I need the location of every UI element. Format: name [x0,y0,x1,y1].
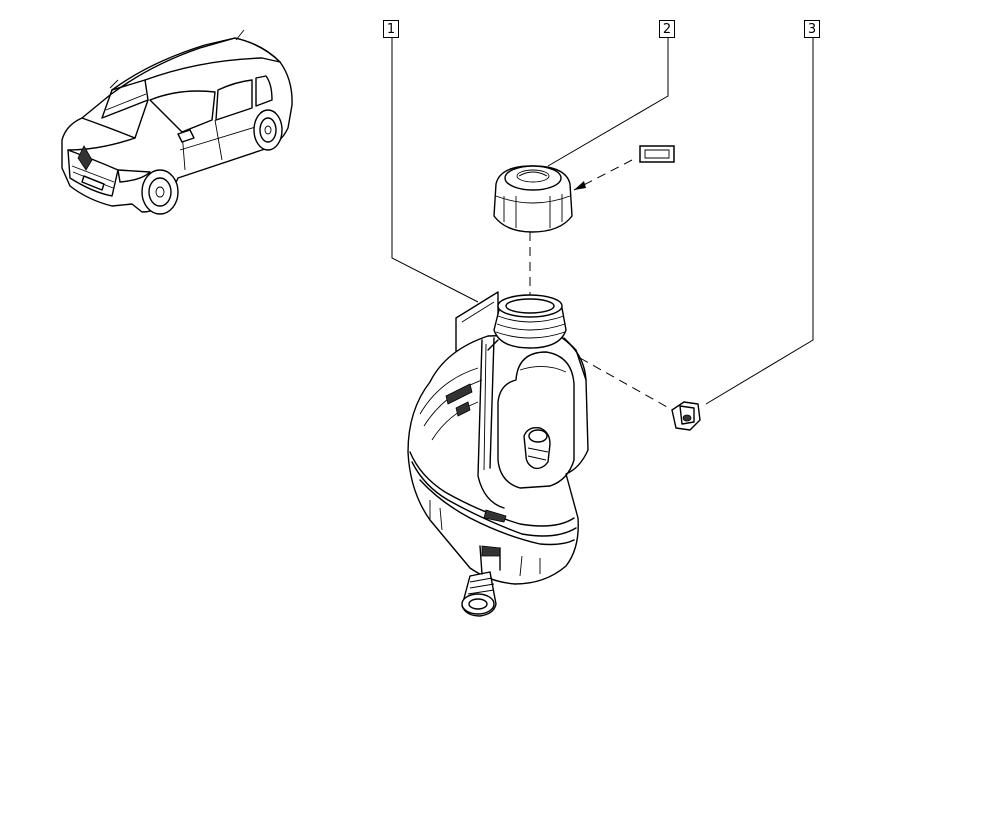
mounting-screw-icon [671,401,701,431]
callout-1-label: 1 [386,21,396,37]
leader-lines [391,38,814,413]
callout-3-label: 3 [807,21,817,37]
vehicle-thumbnail-icon [61,29,293,215]
reservoir-cap-icon [493,165,573,233]
callout-2[interactable]: 2 [659,20,675,38]
callout-3[interactable]: 3 [804,20,820,38]
callout-2-label: 2 [662,21,672,37]
callout-1[interactable]: 1 [383,20,399,38]
torque-note-icon [574,145,675,190]
coolant-expansion-tank-icon [407,291,589,617]
